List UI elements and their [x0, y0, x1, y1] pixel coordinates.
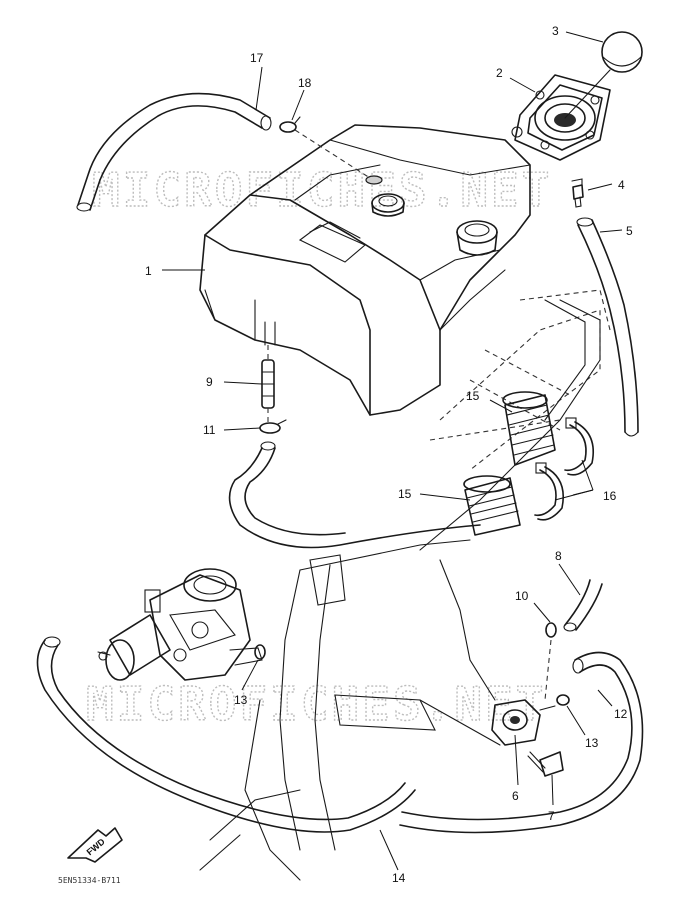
rubber-boot-lower — [463, 475, 521, 536]
callout-labels: 1 2 3 4 5 6 7 8 9 10 11 12 13 13 14 15 1… — [145, 24, 633, 885]
fuel-cock — [491, 699, 556, 746]
rubber-boot-upper — [502, 391, 556, 466]
callout-18: 18 — [298, 76, 312, 90]
callout-5: 5 — [626, 224, 633, 238]
callout-13-right: 13 — [585, 736, 599, 750]
fuel-tank — [199, 124, 531, 416]
callout-14: 14 — [392, 871, 406, 885]
callout-2: 2 — [496, 66, 503, 80]
fuel-hose-8 — [563, 579, 603, 632]
fuel-hose-12 — [399, 651, 644, 834]
hose-clamps — [534, 417, 594, 521]
callout-17: 17 — [250, 51, 264, 65]
watermark-top: MICROFICHES.NET — [92, 163, 552, 217]
callout-11: 11 — [203, 423, 216, 437]
callout-7: 7 — [548, 809, 555, 823]
frame-outline — [199, 289, 611, 881]
breather-hose — [576, 217, 639, 437]
fuel-cock-screw — [527, 751, 564, 777]
forward-arrow-icon: FWD — [67, 827, 123, 863]
carburetor — [97, 568, 263, 681]
callout-13-left: 13 — [234, 693, 248, 707]
fuel-hose-14 — [36, 636, 416, 833]
callout-15-upper: 15 — [466, 389, 480, 403]
fuel-hose-lower — [228, 441, 481, 549]
drawing-code: 5EN51334-B711 — [58, 876, 121, 885]
cap-knob — [601, 31, 643, 73]
callout-15-lower: 15 — [398, 487, 412, 501]
fuel-cap-assembly — [511, 69, 611, 161]
hose-clip-10 — [544, 622, 557, 701]
callout-4: 4 — [618, 178, 625, 192]
vent-nipple — [571, 178, 584, 208]
hose-clip-11 — [259, 419, 287, 434]
fuel-filter — [261, 345, 275, 422]
callout-6: 6 — [512, 789, 519, 803]
hose-clip-18 — [279, 116, 383, 185]
overflow-hose-17 — [76, 92, 272, 212]
callout-10: 10 — [515, 589, 529, 603]
callout-12: 12 — [614, 707, 628, 721]
callout-8: 8 — [555, 549, 562, 563]
callout-16: 16 — [603, 489, 617, 503]
leader-lines — [162, 31, 623, 871]
callout-1: 1 — [145, 264, 152, 278]
hose-clip-13-left — [254, 644, 266, 660]
callout-3: 3 — [552, 24, 559, 38]
callout-9: 9 — [206, 375, 213, 389]
hose-clip-13-right — [556, 694, 570, 706]
